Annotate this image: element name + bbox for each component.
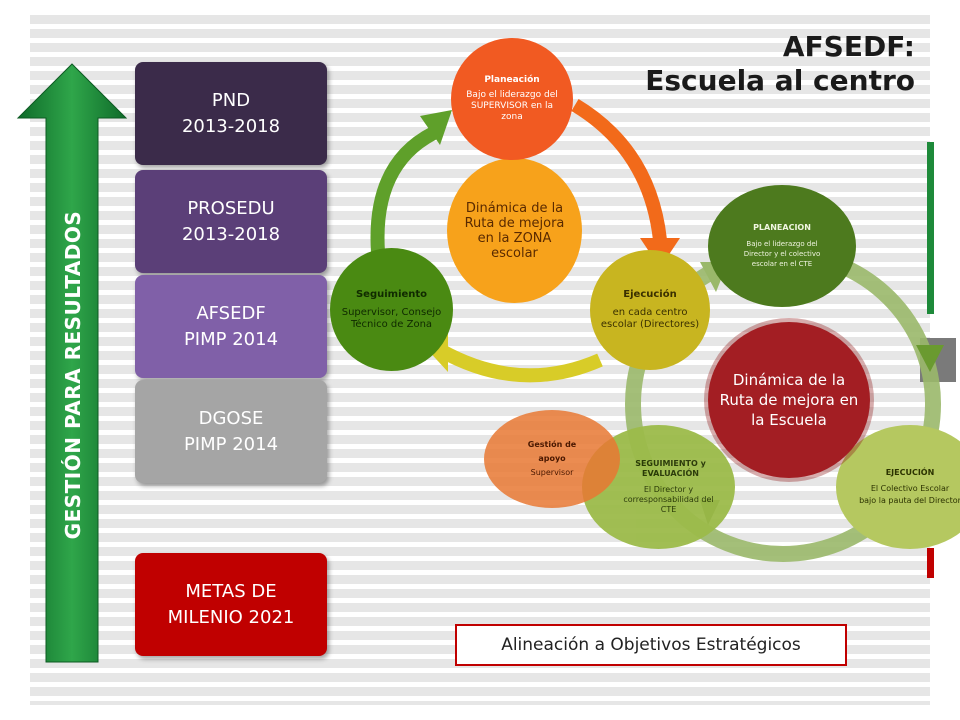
zona-ejecucion-text: en cada centro escolar (Directores) bbox=[600, 307, 700, 330]
metas-line2: MILENIO 2021 bbox=[167, 606, 295, 628]
zona-seguimiento-circle: Seguimiento Supervisor, Consejo Técnico … bbox=[330, 248, 453, 371]
gestion-text: Supervisor bbox=[530, 468, 574, 477]
gestion-title: Gestión de apoyo bbox=[527, 440, 577, 463]
block-prosedu: PROSEDU 2013-2018 bbox=[135, 170, 327, 273]
escuela-planeacion-text: Bajo el liderazgo del Director y el cole… bbox=[743, 240, 821, 268]
block-afsedf: AFSEDF PIMP 2014 bbox=[135, 275, 327, 378]
results-arrow bbox=[16, 63, 128, 663]
block-pnd: PND 2013-2018 bbox=[135, 62, 327, 165]
metas-line1: METAS DE bbox=[185, 580, 277, 602]
escuela-ejecucion-title: EJECUCIÓN bbox=[885, 468, 935, 477]
escuela-center-text: Dinámica de la Ruta de mejora en la Escu… bbox=[719, 371, 859, 429]
zona-planeacion-circle: Planeación Bajo el liderazgo del SUPERVI… bbox=[451, 38, 573, 160]
escuela-arrow-head-2 bbox=[916, 345, 944, 372]
arrow-seg-to-plan bbox=[370, 123, 443, 253]
green-accent-bar bbox=[927, 142, 934, 314]
arrow-exec-to-seg bbox=[436, 343, 603, 383]
block-pnd-line1: PND bbox=[211, 89, 251, 111]
escuela-center-circle: Dinámica de la Ruta de mejora en la Escu… bbox=[708, 322, 870, 478]
zona-planeacion-title: Planeación bbox=[484, 75, 540, 85]
block-dgose: DGOSE PIMP 2014 bbox=[135, 380, 327, 483]
page-title: AFSEDF: Escuela al centro bbox=[645, 30, 915, 98]
block-pnd-line2: 2013-2018 bbox=[181, 115, 281, 137]
zona-seguimiento-text: Supervisor, Consejo Técnico de Zona bbox=[341, 306, 442, 330]
block-dgose-line2: PIMP 2014 bbox=[183, 433, 279, 455]
zona-center-text: Dinámica de la Ruta de mejora en la ZONA… bbox=[464, 200, 565, 261]
block-dgose-line1: DGOSE bbox=[198, 407, 264, 429]
escuela-ejecucion-text1: El Colectivo Escolar bbox=[870, 484, 950, 493]
escuela-planeacion-circle: PLANEACION Bajo el liderazgo del Directo… bbox=[708, 185, 856, 307]
zona-seguimiento-title: Seguimiento bbox=[355, 288, 428, 300]
alignment-text: Alineación a Objetivos Estratégicos bbox=[501, 635, 801, 655]
zona-ejecucion-title: Ejecución bbox=[623, 289, 677, 300]
red-accent-bar bbox=[927, 548, 934, 578]
zona-ejecucion-circle: Ejecución en cada centro escolar (Direct… bbox=[590, 250, 710, 370]
escuela-ejecucion-circle: EJECUCIÓN El Colectivo Escolar bajo la p… bbox=[836, 425, 960, 549]
escuela-seguimiento-text: El Director y corresponsabilidad del CTE bbox=[623, 485, 714, 514]
block-prosedu-line1: PROSEDU bbox=[187, 197, 275, 219]
block-afsedf-line1: AFSEDF bbox=[196, 302, 266, 324]
escuela-planeacion-title: PLANEACION bbox=[753, 223, 811, 232]
alignment-box: Alineación a Objetivos Estratégicos bbox=[455, 624, 847, 666]
zona-center-circle: Dinámica de la Ruta de mejora en la ZONA… bbox=[447, 158, 582, 303]
title-line-1: AFSEDF: bbox=[782, 30, 915, 63]
arrow-plan-to-exec bbox=[571, 98, 667, 241]
escuela-ejecucion-text2: bajo la pauta del Director bbox=[859, 496, 960, 505]
block-afsedf-line2: PIMP 2014 bbox=[183, 328, 279, 350]
arrow-seg-to-plan-head bbox=[420, 110, 452, 145]
escuela-seguimiento-title: SEGUIMIENTO y EVALUACIÓN bbox=[635, 459, 706, 478]
zona-planeacion-text: Bajo el liderazgo del SUPERVISOR en la z… bbox=[466, 90, 558, 122]
block-prosedu-line2: 2013-2018 bbox=[181, 223, 281, 245]
block-metas: METAS DE MILENIO 2021 bbox=[135, 553, 327, 656]
title-line-2: Escuela al centro bbox=[645, 64, 915, 97]
gestion-apoyo-circle: Gestión de apoyo Supervisor bbox=[484, 410, 620, 508]
